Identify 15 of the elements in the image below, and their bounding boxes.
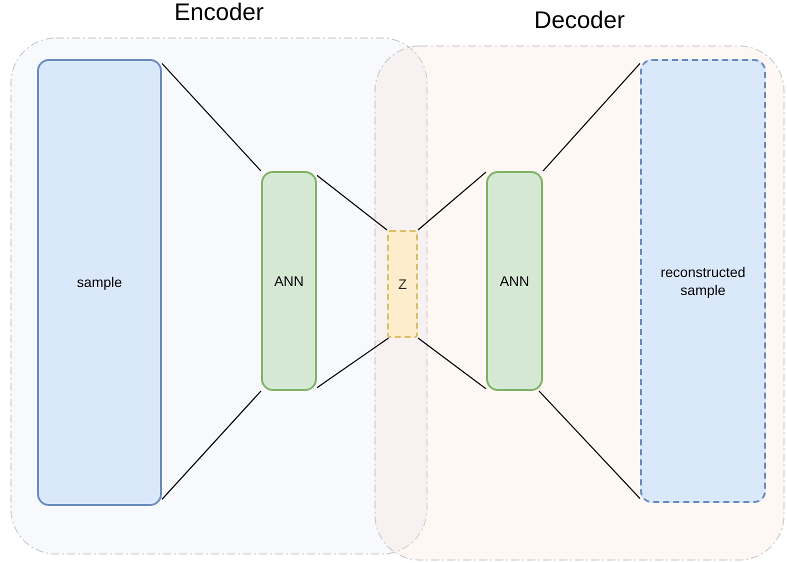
connector-line bbox=[316, 174, 388, 230]
connector-line bbox=[418, 338, 486, 390]
connector-line bbox=[542, 63, 640, 172]
connector-line bbox=[162, 63, 262, 172]
layer-box: reconstructed sample bbox=[640, 59, 766, 503]
layer-box: ANN bbox=[486, 171, 543, 391]
layer-box: Z bbox=[387, 230, 418, 338]
layer-box: ANN bbox=[261, 171, 317, 391]
group-title: Encoder bbox=[173, 0, 265, 27]
connector-line bbox=[316, 338, 389, 388]
layer-box: sample bbox=[37, 59, 162, 506]
connector-line bbox=[162, 390, 262, 500]
group-title: Decoder bbox=[533, 7, 626, 35]
connector-line bbox=[538, 390, 640, 499]
connector-line bbox=[418, 172, 486, 230]
